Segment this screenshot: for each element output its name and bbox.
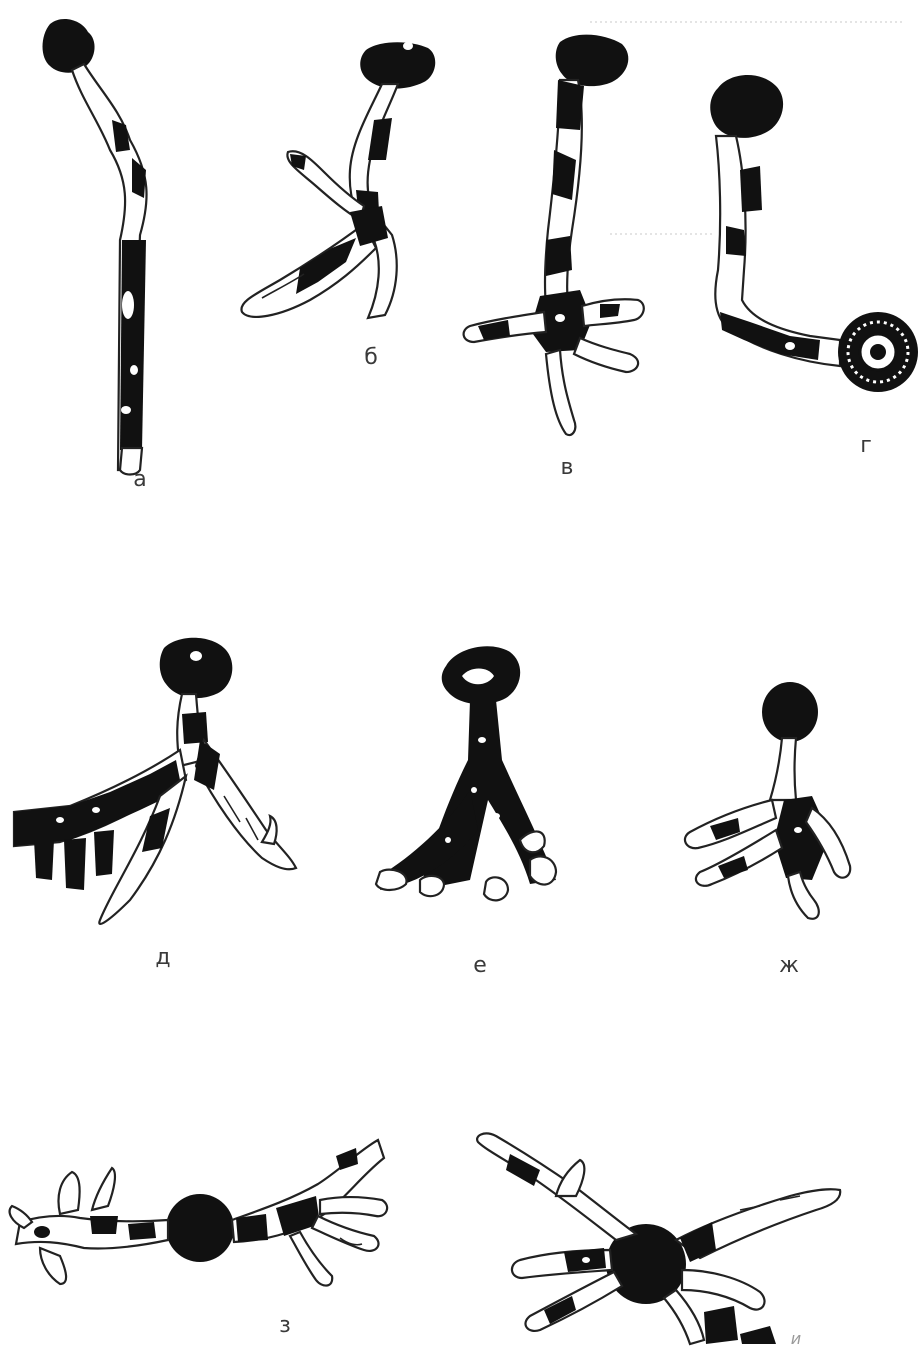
panel-a: а	[43, 19, 147, 492]
panel-label-b: б	[364, 345, 378, 370]
panel-b: б	[241, 42, 435, 370]
panel-label-g: г	[860, 433, 872, 458]
panel-zh: ж	[685, 682, 850, 978]
panel-label-v: в	[561, 455, 574, 480]
panel-z: з	[10, 1140, 387, 1338]
panel-v: в	[464, 35, 644, 480]
panel-g: г	[710, 75, 918, 458]
panel-label-z: з	[279, 1313, 291, 1338]
panel-i: и	[477, 1134, 840, 1346]
panel-label-zh: ж	[779, 953, 799, 978]
panel-label-e: е	[473, 953, 487, 978]
panel-label-i: и	[791, 1329, 801, 1346]
panel-label-d: д	[155, 945, 170, 970]
panel-label-a: а	[133, 467, 146, 492]
panel-d: д	[14, 638, 296, 970]
panel-e: е	[376, 646, 556, 978]
